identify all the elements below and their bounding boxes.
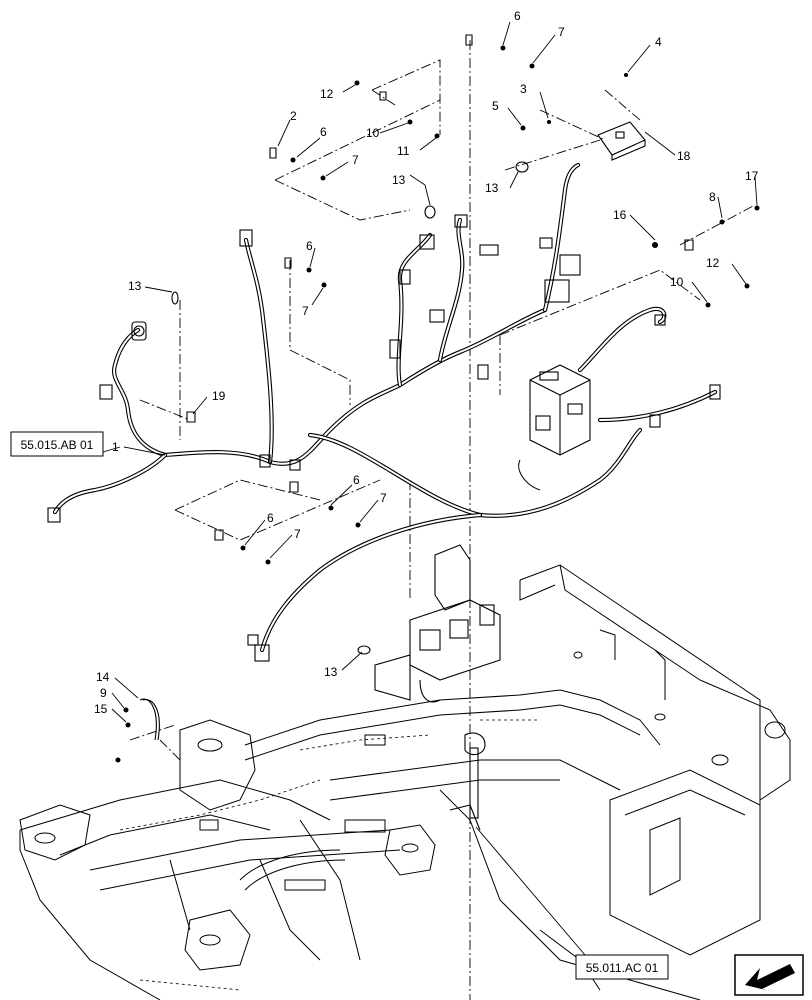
callout-13: 13 <box>392 173 406 187</box>
callout-7: 7 <box>558 25 565 39</box>
callout-5: 5 <box>492 99 499 113</box>
wiring-harness <box>52 162 718 653</box>
callout-labels: 6 7 4 12 3 5 2 10 6 11 7 18 13 13 17 8 1… <box>94 9 759 716</box>
callout-12: 12 <box>320 87 334 101</box>
callout-13: 13 <box>128 279 142 293</box>
fuse-block <box>544 279 570 303</box>
reference-link-55-015-ab-01[interactable]: 55.015.AB 01 <box>10 431 104 457</box>
leader-lines <box>102 21 758 956</box>
callout-8: 8 <box>709 190 716 204</box>
round-connector-left <box>131 321 147 341</box>
next-page-arrow-icon[interactable] <box>734 954 804 996</box>
machine-frame <box>19 564 791 1000</box>
callout-13: 13 <box>485 181 499 195</box>
callout-6: 6 <box>267 511 274 525</box>
callout-11: 11 <box>397 144 410 158</box>
callout-6: 6 <box>514 9 521 23</box>
reference-link-55-011-ac-01[interactable]: 55.011.AC 01 <box>575 954 669 980</box>
connector-top-left <box>239 229 253 247</box>
callout-7: 7 <box>302 304 309 318</box>
callout-16: 16 <box>613 208 627 222</box>
fasteners <box>115 34 760 763</box>
reference-left-label[interactable]: 55.015.AB 01 <box>21 438 94 452</box>
callout-17: 17 <box>745 169 759 183</box>
reference-bottom-label[interactable]: 55.011.AC 01 <box>586 961 659 975</box>
bracket-part-18 <box>597 121 646 161</box>
callout-10: 10 <box>670 275 684 289</box>
callout-6: 6 <box>306 239 313 253</box>
callout-14: 14 <box>96 670 110 684</box>
callout-15: 15 <box>94 702 108 716</box>
assembly-centerlines <box>129 40 756 1000</box>
callout-7: 7 <box>352 153 359 167</box>
callout-7: 7 <box>380 491 387 505</box>
callout-3: 3 <box>520 82 527 96</box>
callout-18: 18 <box>677 149 691 163</box>
callout-6: 6 <box>320 125 327 139</box>
callout-9: 9 <box>100 686 107 700</box>
callout-6: 6 <box>353 473 360 487</box>
callout-1: 1 <box>112 440 119 454</box>
harness-connectors <box>47 214 721 662</box>
callout-19: 19 <box>212 389 226 403</box>
callout-13: 13 <box>324 665 338 679</box>
callout-2: 2 <box>290 109 297 123</box>
callout-10: 10 <box>366 126 380 140</box>
reference-boxes[interactable]: 55.015.AB 01 55.011.AC 01 <box>10 431 669 980</box>
connector-far-left <box>47 507 61 523</box>
valve-assembly <box>374 544 501 831</box>
callout-12: 12 <box>706 256 720 270</box>
callout-7: 7 <box>294 527 301 541</box>
control-module <box>518 364 591 491</box>
callout-4: 4 <box>655 35 662 49</box>
connector-bottom <box>254 644 270 662</box>
